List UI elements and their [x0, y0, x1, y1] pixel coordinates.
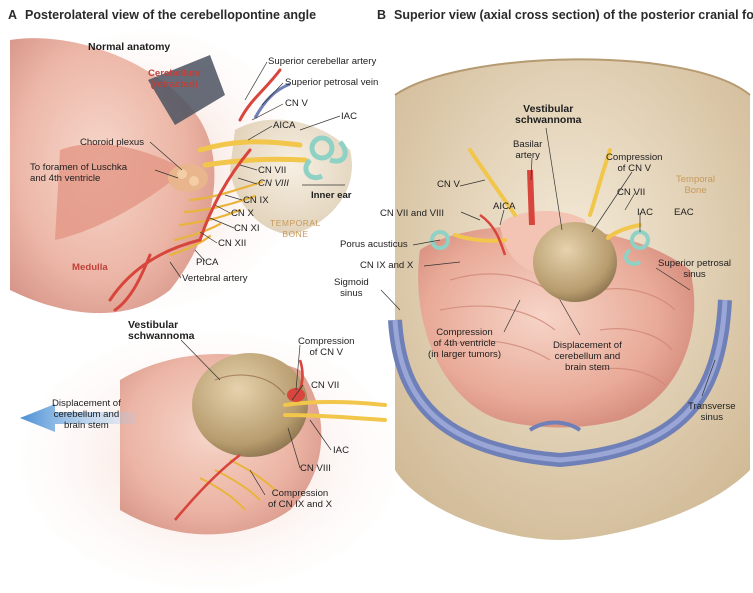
eac-label: EAC: [674, 207, 694, 218]
vertebral-artery-label: Vertebral artery: [182, 273, 248, 284]
cn-xi-label: CN XI: [234, 223, 260, 234]
panel-a-letter: A: [8, 8, 18, 22]
cn-ix-x-label: CN IX and X: [360, 260, 414, 271]
superior-petrosal-vein-label: Superior petrosal vein: [285, 77, 379, 88]
choroid-plexus-label: Choroid plexus: [80, 137, 144, 148]
cn-vii-tumor-label: CN VII: [311, 380, 340, 391]
iac-label-b: IAC: [637, 207, 653, 218]
iac-tumor-label: IAC: [333, 445, 349, 456]
cn-vii-right-label: CN VII: [617, 187, 646, 198]
superior-cerebellar-artery-label: Superior cerebellar artery: [268, 56, 377, 67]
cn-x-label: CN X: [231, 208, 254, 219]
panel-a-tumor-illustration: [20, 330, 400, 590]
panel-a-normal-illustration: [0, 30, 352, 314]
cn-viii-label: CN VIII: [258, 178, 289, 189]
aica-label: AICA: [273, 120, 296, 131]
cn-vii-viii-label: CN VII and VIII: [380, 208, 444, 219]
panel-b-title: B Superior view (axial cross section) of …: [377, 8, 753, 22]
pica-label: PICA: [196, 257, 219, 268]
cerebellum-label: Cerebellum(retracted): [148, 68, 201, 90]
medulla-label: Medulla: [72, 262, 108, 273]
panel-b-title-text: Superior view (axial cross section) of t…: [394, 8, 753, 22]
panel-a-title: A Posterolateral view of the cerebellopon…: [8, 8, 316, 22]
cn-viii-tumor-label: CN VIII: [300, 463, 331, 474]
aica-label-b: AICA: [493, 201, 516, 212]
panel-b-letter: B: [377, 8, 387, 22]
leader-lines: [149, 61, 716, 496]
normal-anatomy-heading: Normal anatomy: [88, 41, 171, 53]
inner-ear-label: Inner ear: [311, 190, 352, 201]
panel-b-illustration: [388, 58, 751, 540]
cn-v-label: CN V: [285, 98, 308, 109]
cn-vii-label: CN VII: [258, 165, 287, 176]
cn-ix-label: CN IX: [243, 195, 269, 206]
cn-xii-label: CN XII: [218, 238, 247, 249]
iac-label: IAC: [341, 111, 357, 122]
porus-acusticus-label: Porus acusticus: [340, 239, 408, 250]
panel-a-title-text: Posterolateral view of the cerebellopont…: [25, 8, 317, 22]
cn-v-label-b: CN V: [437, 179, 460, 190]
